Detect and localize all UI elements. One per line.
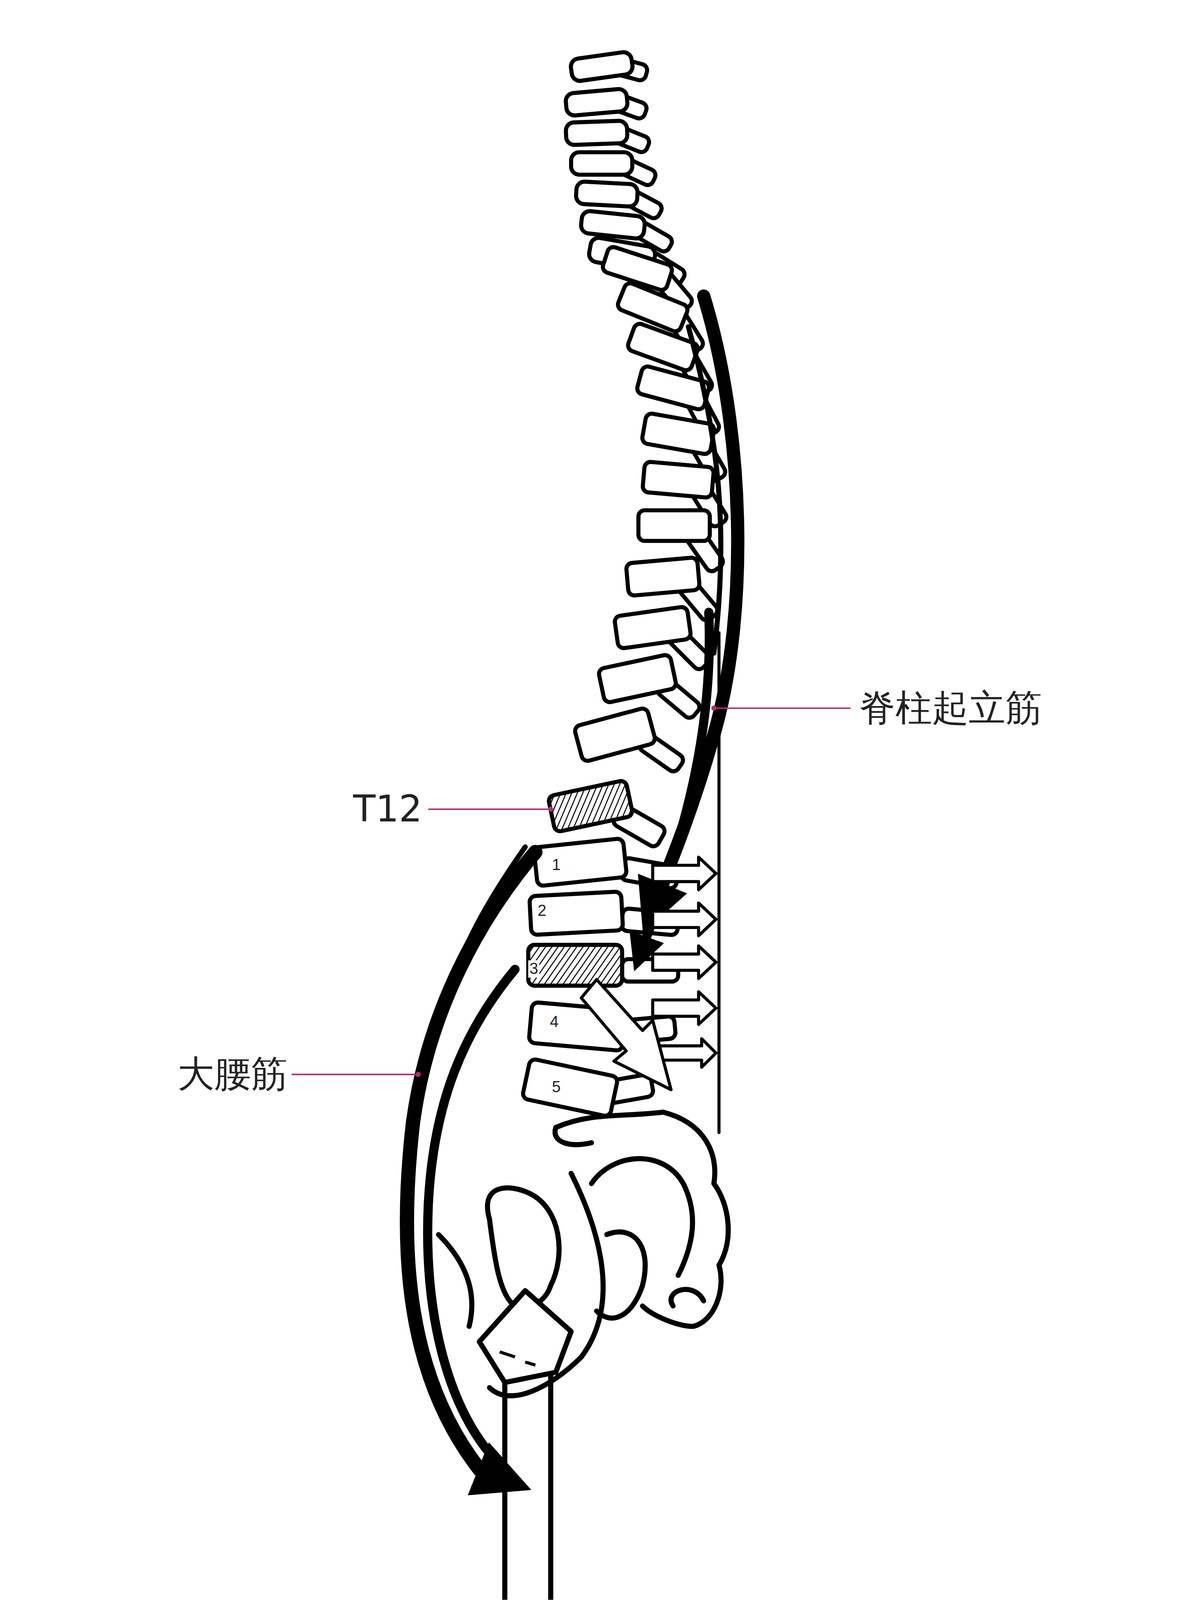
muscle-label: 脊柱起立筋 [858,687,1043,729]
vertebra-number: 1 [550,856,563,874]
vertebra-number: 5 [550,1078,563,1096]
vertebra-label: T12 [353,788,423,830]
leader-dots [415,705,717,1077]
psoas-major [406,846,536,1480]
force-arrows [581,857,717,1090]
vertebra-number: 2 [536,901,548,920]
femur [479,1187,572,1600]
vertebrae [522,51,729,1117]
leader-lines [291,707,851,1075]
pelvis [438,1111,729,1396]
vertebra-number: 3 [528,960,540,978]
vertebra-number: 4 [548,1013,560,1031]
muscle-label: 大腰筋 [177,1053,288,1094]
erector-spinae [640,295,738,1133]
